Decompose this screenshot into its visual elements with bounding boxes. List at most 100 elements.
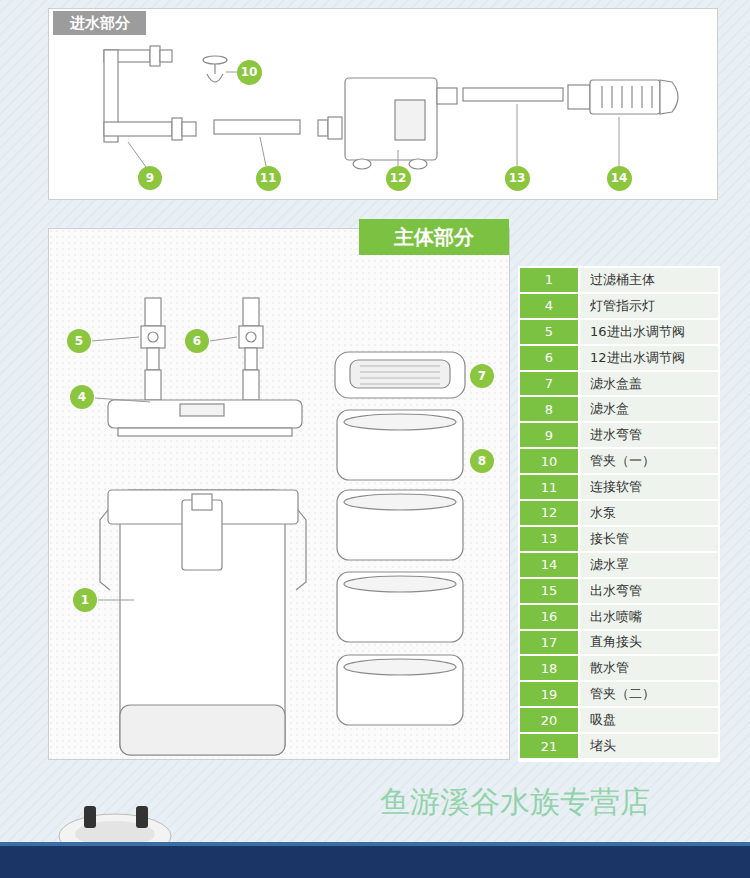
callout-number: 13 — [505, 166, 530, 191]
section-panel: 主体部分567481 — [48, 228, 510, 760]
background — [518, 266, 720, 762]
callout-text: 6 — [193, 335, 201, 347]
table-cell: 进水弯管 — [580, 423, 718, 447]
table-cell: 4 — [520, 294, 578, 318]
leader-line — [92, 337, 237, 600]
table-cell: 20 — [520, 708, 578, 732]
canister-body — [100, 510, 110, 590]
filter-tray — [337, 490, 463, 560]
elbow-pipe — [150, 46, 160, 66]
product-photo — [84, 806, 96, 828]
table-cell: 滤水盒 — [580, 397, 718, 421]
filter-tray — [337, 410, 463, 480]
table-cell: 水泵 — [580, 501, 718, 525]
table-row: 13接长管 — [520, 527, 718, 551]
filter-lid — [246, 332, 256, 342]
table-cell: 16进出水调节阀 — [580, 320, 718, 344]
table-row: 9进水弯管 — [520, 423, 718, 447]
leader-line — [210, 337, 237, 341]
elbow-pipe — [104, 46, 196, 142]
table-cell: 过滤桶主体 — [580, 268, 718, 292]
table-cell: 连接软管 — [580, 475, 718, 499]
extension-tube — [463, 88, 563, 101]
table-cell: 滤水盒盖 — [580, 372, 718, 396]
filter-lid — [145, 298, 161, 326]
water-pump — [345, 78, 457, 169]
leader-line — [98, 600, 134, 601]
callout-text: 7 — [478, 370, 486, 382]
pipe-clip — [214, 64, 215, 74]
table-row: 10管夹（一） — [520, 449, 718, 473]
table-row: 20吸盘 — [520, 708, 718, 732]
section-tab: 进水部分 — [53, 11, 146, 35]
filter-lid — [108, 400, 302, 428]
table-row: 18散水管 — [520, 656, 718, 680]
watermark: 鱼游溪谷水族专营店 — [380, 782, 650, 823]
table-cell: 堵头 — [580, 734, 718, 758]
table-cell: 接长管 — [580, 527, 718, 551]
leader-line — [92, 337, 139, 341]
filter-lid — [108, 298, 302, 436]
filter-lid — [243, 298, 259, 326]
section-panel: 进水部分91011121314 — [48, 8, 718, 200]
filter-tray — [335, 352, 465, 725]
table-row: 7滤水盒盖 — [520, 372, 718, 396]
strainer — [568, 85, 590, 109]
pipe-clip — [203, 56, 227, 82]
strainer — [660, 80, 678, 114]
table-cell: 12 — [520, 501, 578, 525]
callout-number: 8 — [470, 449, 494, 473]
canister-body — [120, 490, 285, 755]
table-cell: 15 — [520, 579, 578, 603]
canister-body — [192, 494, 212, 510]
water-pump — [353, 159, 371, 169]
callout-number: 14 — [607, 166, 632, 191]
water-pump — [345, 78, 437, 160]
callout-number: 12 — [386, 166, 411, 191]
filter-lid — [239, 326, 263, 348]
callout-text: 1 — [81, 594, 89, 606]
filter-lid — [243, 370, 259, 400]
callout-number: 4 — [70, 385, 94, 409]
table-row: 1过滤桶主体 — [520, 268, 718, 292]
callout-number: 10 — [237, 60, 262, 85]
leader-line — [95, 398, 150, 402]
filter-tray — [344, 494, 456, 510]
leader-line — [398, 150, 399, 166]
strainer — [631, 86, 632, 108]
table-cell: 16 — [520, 605, 578, 629]
filter-lid — [245, 348, 257, 370]
table-row: 17直角接头 — [520, 631, 718, 655]
table-cell: 1 — [520, 268, 578, 292]
table-cell: 吸盘 — [580, 708, 718, 732]
pipe-clip — [207, 74, 223, 82]
callout-text: 13 — [509, 172, 526, 184]
table-cell: 19 — [520, 682, 578, 706]
filter-lid — [180, 404, 224, 416]
callout-text: 5 — [75, 335, 83, 347]
filter-tray — [344, 576, 456, 592]
table-row: 16出水喷嘴 — [520, 605, 718, 629]
table-cell: 10 — [520, 449, 578, 473]
table-row: 8滤水盒 — [520, 397, 718, 421]
filter-tray — [360, 366, 440, 384]
water-pump — [409, 159, 427, 169]
table-cell: 出水喷嘴 — [580, 605, 718, 629]
leader-line — [128, 72, 619, 167]
filter-tray — [337, 655, 463, 725]
filter-lid — [141, 326, 165, 348]
filter-tray — [337, 572, 463, 642]
elbow-pipe — [160, 50, 172, 62]
hose — [318, 120, 328, 136]
strainer — [568, 80, 678, 114]
table-cell: 11 — [520, 475, 578, 499]
callout-number: 5 — [67, 329, 91, 353]
callout-number: 1 — [73, 588, 97, 612]
table-cell: 灯管指示灯 — [580, 294, 718, 318]
table-cell: 18 — [520, 656, 578, 680]
table-cell: 9 — [520, 423, 578, 447]
table-row: 11连接软管 — [520, 475, 718, 499]
footer-band — [0, 842, 750, 878]
filter-tray — [350, 360, 450, 388]
